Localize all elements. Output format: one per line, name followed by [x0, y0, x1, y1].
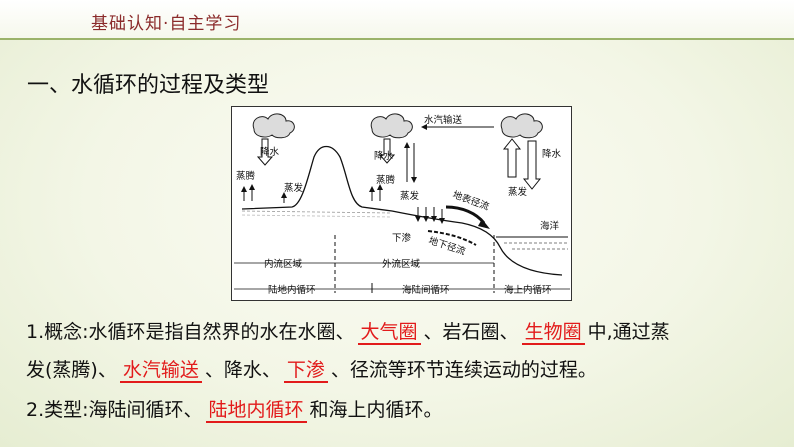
concept-text-2a: 发(蒸腾)、 [26, 359, 117, 381]
label-land-cycle: 陆地内循环 [268, 284, 316, 296]
label-groundwater-runoff: 地下径流 [427, 234, 467, 257]
concept-text-2b: 、降水、 [204, 359, 281, 381]
label-evap-mid: 蒸发 [400, 190, 420, 202]
water-cycle-diagram: 降水 降水 降水 蒸腾 蒸腾 蒸发 蒸发 蒸发 水汽输送 地表径流 地下径流 下… [231, 106, 572, 301]
label-precip-mid: 降水 [374, 150, 394, 162]
type-text-b: 和海上内循环。 [309, 399, 443, 421]
label-outflow-area: 外流区域 [382, 258, 421, 270]
concept-line-1: 1.概念:水循环是指自然界的水在水圈、大气圈、岩石圈、生物圈中,通过蒸 [26, 319, 670, 345]
answer-biosphere: 生物圈 [521, 321, 585, 345]
cloud-icon-middle [370, 113, 413, 139]
answer-atmosphere: 大气圈 [357, 321, 421, 345]
header-title: 基础认知·自主学习 [91, 14, 242, 34]
concept-text-2c: 、径流等环节连续运动的过程。 [330, 359, 597, 381]
cloud-icon-right [500, 113, 543, 139]
concept-text-1c: 中,通过蒸 [587, 321, 670, 343]
label-vapor-transport: 水汽输送 [424, 114, 463, 126]
section-title: 一、水循环的过程及类型 [27, 73, 270, 98]
label-precip-right: 降水 [542, 148, 562, 160]
type-text-a: 2.类型:海陆间循环、 [26, 399, 203, 421]
label-precip-left: 降水 [260, 146, 280, 158]
cloud-icon-left [252, 113, 295, 139]
label-transpiration-mid: 蒸腾 [376, 174, 396, 186]
concept-text-1a: 1.概念:水循环是指自然界的水在水圈、 [26, 321, 355, 343]
label-sea-land-cycle: 海陆间循环 [402, 284, 450, 296]
concept-text-1b: 、岩石圈、 [423, 321, 519, 343]
concept-line-2: 发(蒸腾)、水汽输送、降水、下渗、径流等环节连续运动的过程。 [26, 357, 597, 383]
header-bar [0, 0, 794, 38]
label-evap-right: 蒸发 [508, 186, 528, 198]
label-inland-area: 内流区域 [264, 258, 303, 270]
type-line: 2.类型:海陆间循环、陆地内循环和海上内循环。 [26, 397, 443, 423]
water-cycle-svg: 降水 降水 降水 蒸腾 蒸腾 蒸发 蒸发 蒸发 水汽输送 地表径流 地下径流 下… [234, 113, 570, 296]
answer-infiltration: 下渗 [283, 359, 328, 383]
label-sea-cycle: 海上内循环 [504, 284, 552, 296]
label-evap-left: 蒸发 [284, 182, 304, 194]
label-transpiration-left: 蒸腾 [236, 170, 256, 182]
answer-land-cycle: 陆地内循环 [205, 399, 307, 423]
header-divider [0, 38, 794, 40]
label-infiltration: 下渗 [392, 232, 412, 244]
answer-vapor-transport: 水汽输送 [119, 359, 202, 383]
label-ocean: 海洋 [540, 220, 560, 232]
